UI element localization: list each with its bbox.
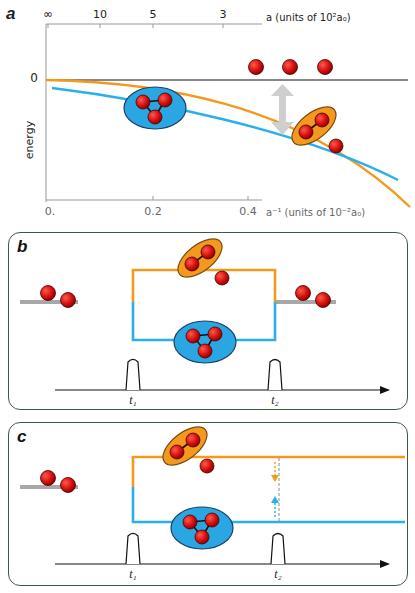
time-label: t₁ — [129, 568, 137, 581]
tick-label: ∞ — [43, 8, 53, 21]
projection-arrows-part — [271, 496, 279, 503]
panel-letter: b — [17, 237, 27, 257]
plot-axes-part — [223, 24, 224, 28]
atom-pair-part — [41, 471, 56, 486]
atom-pair-part — [61, 478, 76, 493]
dimer-atom-symbol — [172, 232, 229, 285]
tick-label: 3 — [220, 9, 227, 21]
atom-pair-part — [296, 286, 311, 301]
trimer-curve — [52, 88, 398, 180]
time-label: t₂ — [271, 394, 279, 407]
plot-axes — [46, 24, 262, 202]
plot-axes-part — [153, 24, 154, 28]
plot-axes-part — [46, 24, 47, 202]
axis-title: a (units of 10²a₀) — [266, 12, 351, 23]
axis-title: energy — [24, 121, 36, 159]
tick-label: 0. — [45, 206, 56, 218]
dimer-path — [133, 270, 275, 302]
trimer-symbol — [174, 321, 236, 363]
projection-arrows-part — [271, 475, 279, 482]
energy-gap-arrow — [271, 84, 294, 135]
dimer-atom-symbol — [157, 420, 214, 473]
time-axis-part — [380, 386, 390, 394]
free-atoms-part — [249, 60, 264, 75]
projection-arrows — [271, 458, 279, 521]
trimer-path — [133, 487, 405, 522]
time-axis-part — [380, 560, 390, 568]
plot-axes-part — [46, 200, 262, 201]
plot-axes-part — [153, 196, 154, 200]
panel-box: c — [8, 422, 408, 586]
atom-pair-part — [61, 293, 76, 308]
free-atoms — [249, 60, 333, 75]
time-axis-part — [268, 360, 282, 391]
time-axis-part — [55, 563, 380, 564]
panel-letter: c — [17, 427, 26, 447]
axis-title: a⁻¹ (units of 10⁻²a₀) — [266, 207, 365, 218]
zero-line — [46, 80, 408, 81]
atom-pair-part — [41, 286, 56, 301]
trimer-symbol — [171, 507, 233, 549]
time-axis — [55, 360, 390, 395]
free-atoms-part — [283, 60, 298, 75]
energy-gap-arrow-part — [271, 84, 294, 96]
atom-pair — [41, 471, 76, 493]
panel-letter: a — [6, 5, 15, 24]
tick-label: 0.4 — [239, 206, 257, 218]
energy-gap-arrow-part — [279, 94, 286, 124]
tick-label: 0 — [30, 72, 38, 85]
time-axis — [55, 534, 390, 569]
time-label: t₂ — [274, 568, 282, 581]
projection-arrows-part — [274, 462, 275, 476]
dimer-curve — [46, 80, 410, 207]
atom-pair — [41, 286, 331, 308]
time-axis-part — [55, 389, 380, 390]
tick-label: 10 — [93, 9, 107, 21]
atom-pair-part — [316, 293, 331, 308]
tick-label: 0.2 — [144, 206, 162, 218]
time-axis-part — [126, 534, 140, 565]
time-axis-part — [126, 360, 140, 391]
plot-axes-part — [248, 196, 249, 200]
time-axis-part — [271, 534, 285, 565]
time-label: t₁ — [129, 394, 137, 407]
plot-axes-part — [100, 24, 101, 28]
projection-arrows-part — [274, 502, 275, 517]
dimer-atom-symbol — [286, 100, 343, 153]
tick-label: 5 — [150, 9, 157, 21]
plot-axes-part — [48, 24, 49, 28]
free-atoms-part — [318, 60, 333, 75]
projection-arrows-part — [279, 458, 280, 521]
plot-axes-part — [46, 24, 262, 25]
energy-gap-arrow-part — [271, 122, 294, 135]
panel-box: b — [8, 232, 408, 410]
trimer-symbol — [124, 87, 186, 129]
